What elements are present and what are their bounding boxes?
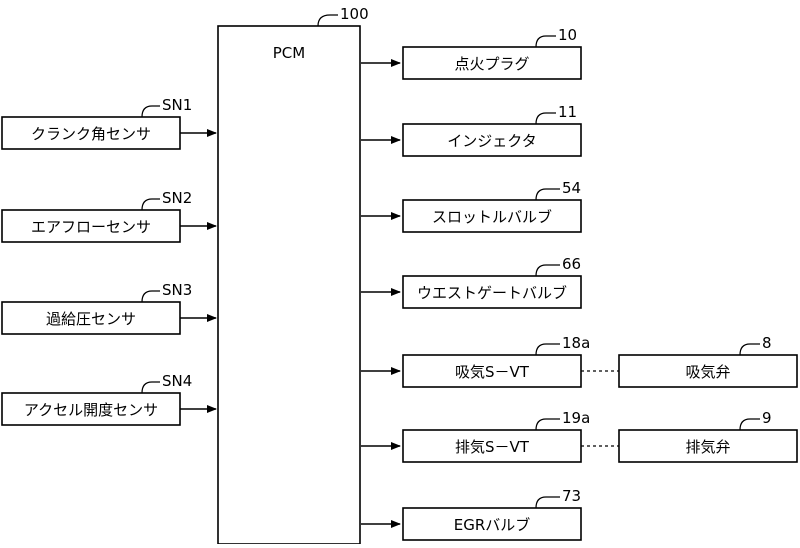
sensor-crank-angle: クランク角センサ SN1 bbox=[1, 96, 217, 150]
pcm-ref: 100 bbox=[340, 5, 369, 23]
sensor-ref-leader bbox=[141, 290, 160, 303]
output-box bbox=[402, 199, 582, 233]
sensor-ref: SN3 bbox=[162, 281, 192, 299]
output-ref: 10 bbox=[558, 26, 577, 44]
output-ref: 19a bbox=[562, 409, 590, 427]
valve-box bbox=[618, 429, 798, 463]
pcm-label: PCM bbox=[273, 44, 305, 62]
pcm-block: PCM 100 bbox=[217, 5, 369, 545]
sensor-ref: SN4 bbox=[162, 372, 192, 390]
output-ref: 66 bbox=[562, 255, 581, 273]
pcm-box bbox=[217, 25, 361, 545]
sensor-label: アクセル開度センサ bbox=[24, 401, 158, 419]
output-label: インジェクタ bbox=[447, 132, 536, 150]
output-box bbox=[402, 429, 582, 463]
valve-label: 吸気弁 bbox=[685, 363, 730, 381]
output-ref: 18a bbox=[562, 334, 590, 352]
output-label: 吸気S－VT bbox=[455, 363, 530, 381]
output-box bbox=[402, 123, 582, 157]
output-ref-leader bbox=[535, 264, 560, 277]
output-ref: 54 bbox=[562, 179, 581, 197]
sensor-ref: SN1 bbox=[162, 96, 192, 114]
output-ref-leader bbox=[535, 35, 556, 48]
output-label: 点火プラグ bbox=[454, 55, 529, 73]
valve-ref-leader bbox=[739, 418, 760, 431]
output-ref-leader bbox=[535, 418, 560, 431]
sensor-label: 過給圧センサ bbox=[46, 310, 136, 328]
output-spark-plug: 点火プラグ 10 bbox=[361, 26, 582, 80]
sensor-label: エアフローセンサ bbox=[31, 218, 151, 236]
valve-exhaust: 排気弁 9 bbox=[618, 409, 798, 463]
sensor-boost-pressure: 過給圧センサ SN3 bbox=[1, 281, 217, 335]
valve-intake: 吸気弁 8 bbox=[618, 334, 798, 388]
output-ref-leader bbox=[535, 343, 560, 356]
valve-label: 排気弁 bbox=[685, 438, 730, 456]
sensor-box bbox=[1, 392, 181, 426]
output-ref-leader bbox=[535, 112, 556, 125]
output-ref: 73 bbox=[562, 487, 581, 505]
sensor-ref-leader bbox=[141, 381, 160, 394]
output-box bbox=[402, 354, 582, 388]
sensor-label: クランク角センサ bbox=[31, 125, 151, 143]
valve-ref-leader bbox=[739, 343, 760, 356]
sensor-box bbox=[1, 209, 181, 243]
sensor-ref-leader bbox=[141, 105, 160, 118]
output-box bbox=[402, 507, 582, 541]
output-wastegate-valve: ウエストゲートバルブ 66 bbox=[361, 255, 582, 309]
output-throttle-valve: スロットルバルブ 54 bbox=[361, 179, 582, 233]
output-box bbox=[402, 46, 582, 80]
sensor-box bbox=[1, 301, 181, 335]
output-ref-leader bbox=[535, 188, 560, 201]
output-label: スロットルバルブ bbox=[432, 208, 552, 226]
output-box bbox=[402, 275, 582, 309]
sensor-airflow: エアフローセンサ SN2 bbox=[1, 189, 217, 243]
sensor-ref: SN2 bbox=[162, 189, 192, 207]
sensor-accelerator-opening: アクセル開度センサ SN4 bbox=[1, 372, 217, 426]
output-intake-svt: 吸気S－VT 18a bbox=[361, 334, 619, 388]
valve-box bbox=[618, 354, 798, 388]
output-egr-valve: EGRバルブ 73 bbox=[361, 487, 582, 541]
output-exhaust-svt: 排気S－VT 19a bbox=[361, 409, 619, 463]
output-label: ウエストゲートバルブ bbox=[417, 284, 567, 302]
sensor-box bbox=[1, 116, 181, 150]
sensor-ref-leader bbox=[141, 198, 160, 211]
output-label: EGRバルブ bbox=[454, 516, 531, 534]
pcm-ref-leader bbox=[317, 14, 338, 27]
output-ref-leader bbox=[535, 496, 560, 509]
valve-ref: 9 bbox=[762, 409, 772, 427]
output-injector: インジェクタ 11 bbox=[361, 103, 582, 157]
output-ref: 11 bbox=[558, 103, 577, 121]
valve-ref: 8 bbox=[762, 334, 772, 352]
output-label: 排気S－VT bbox=[455, 438, 530, 456]
